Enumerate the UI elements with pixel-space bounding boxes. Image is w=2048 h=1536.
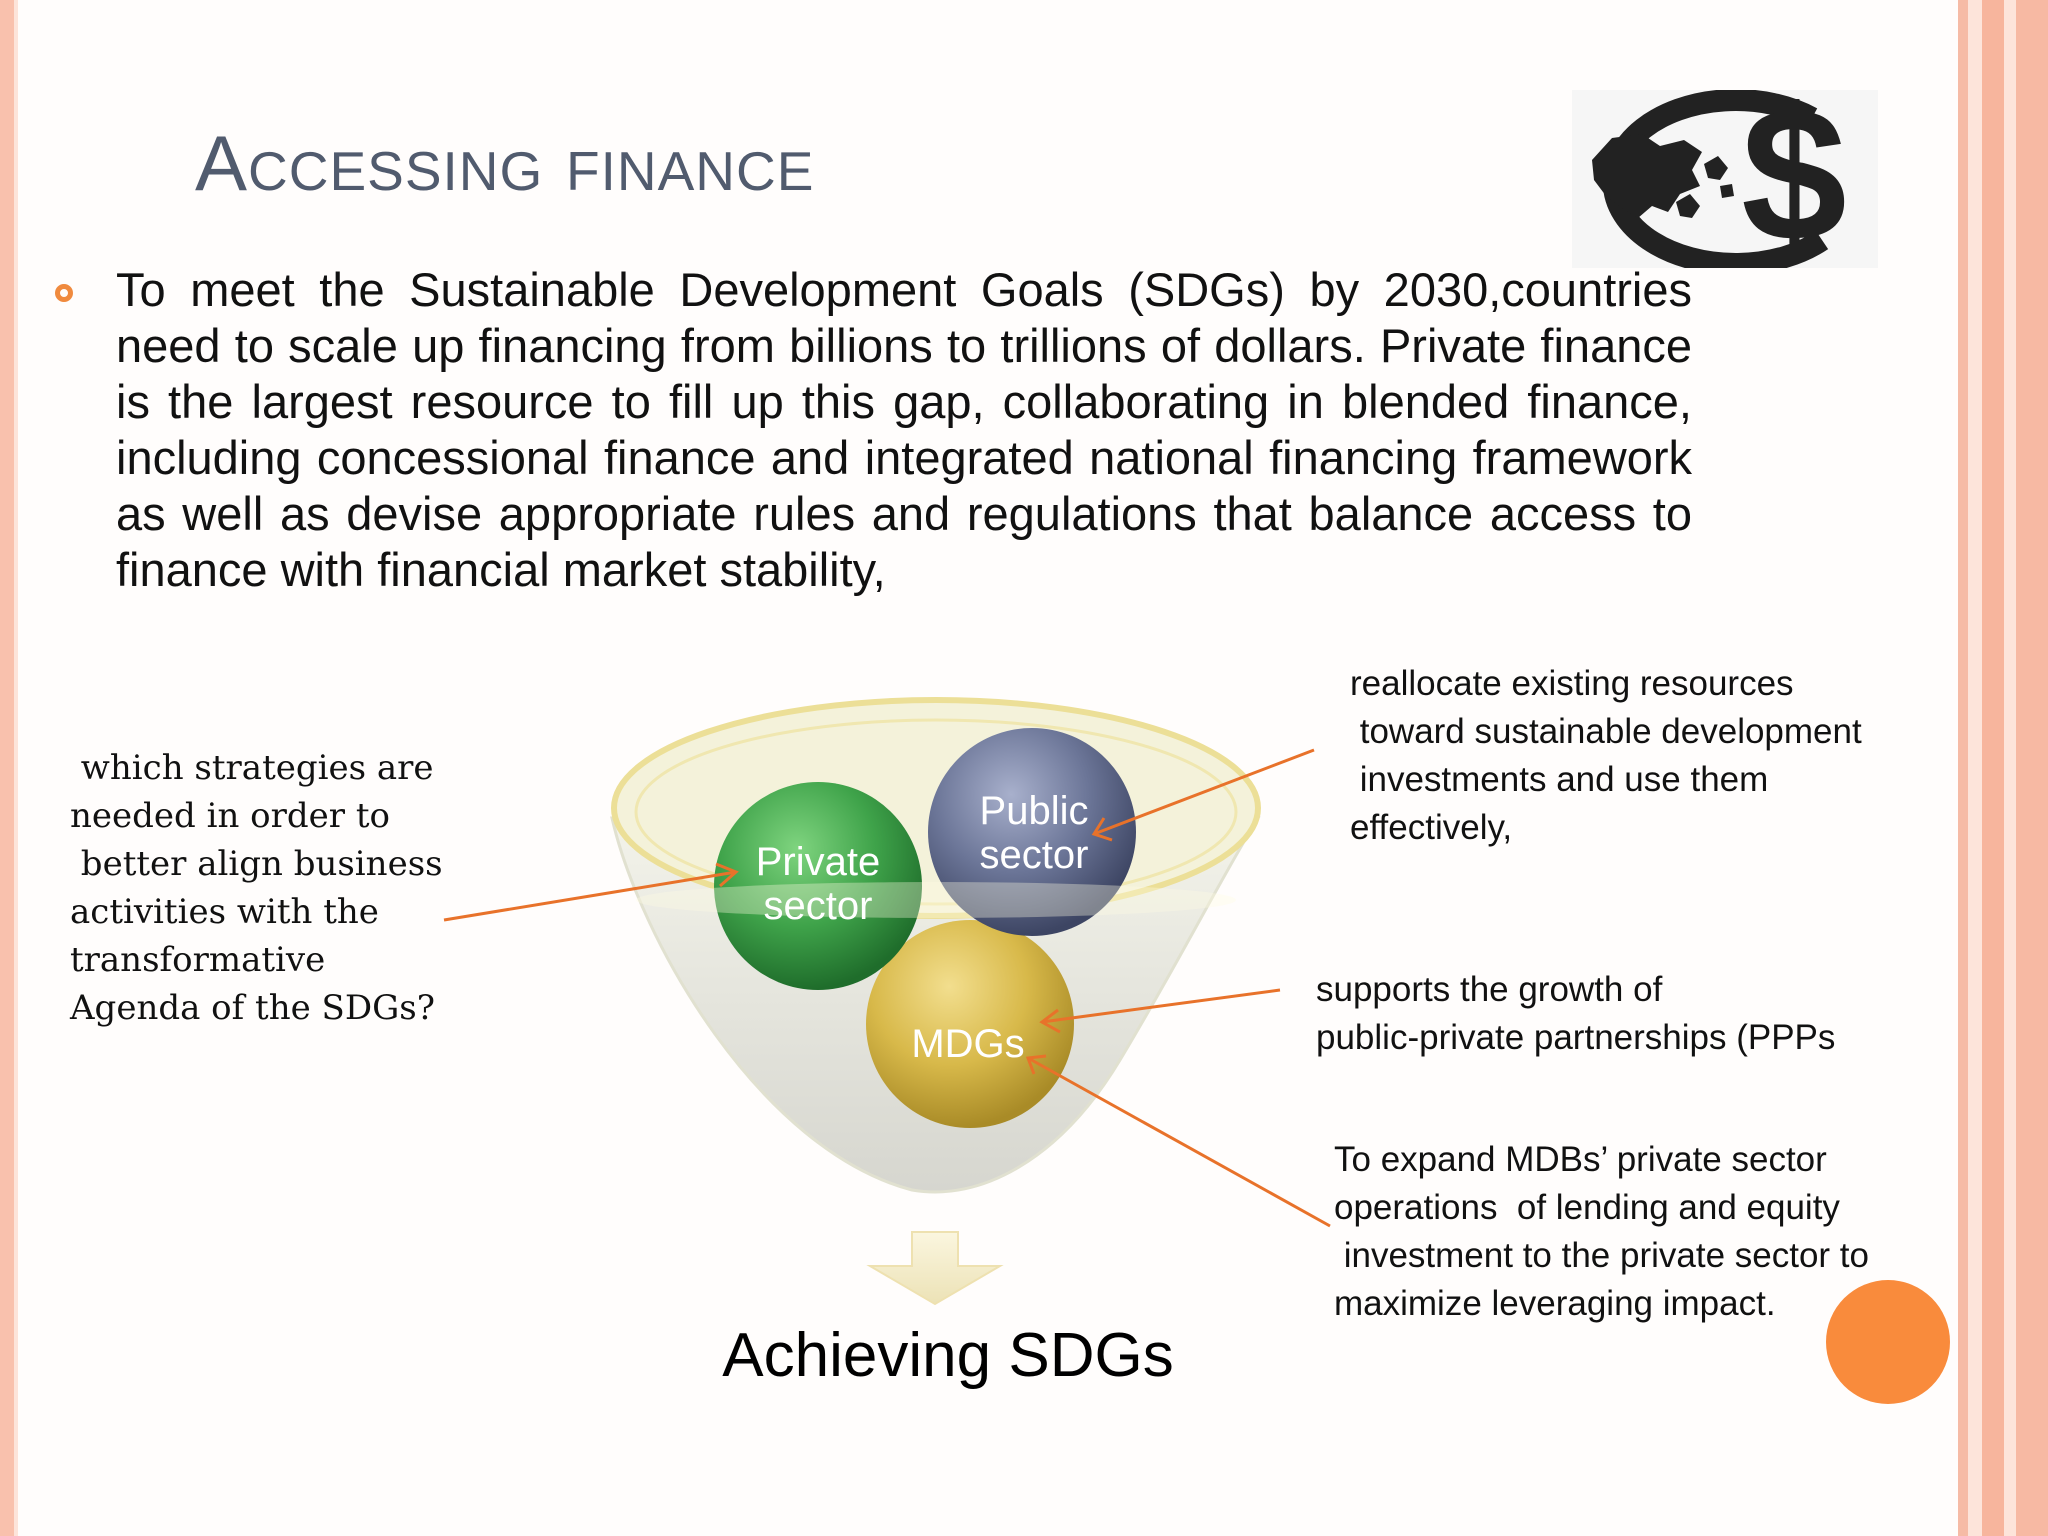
svg-text:$: $ — [1741, 90, 1847, 268]
private-sector-label: Private sector — [755, 840, 881, 928]
public-sector-label: Public sector — [979, 789, 1089, 877]
note-reallocate: reallocate existing resources toward sus… — [1350, 664, 1862, 847]
slide-border-right — [2016, 0, 2048, 1536]
slide-border-right — [1968, 0, 1982, 1536]
slide-title: Accessing finance — [195, 119, 815, 207]
note-mdb: To expand MDBs’ private sector operation… — [1334, 1140, 1869, 1323]
public-sector-circle — [928, 728, 1136, 936]
slide-border-right — [1958, 0, 1968, 1536]
slide-border-left-inner — [14, 0, 18, 1536]
arrow-to-mdgs-1 — [1041, 988, 1281, 1024]
body-paragraph: To meet the Sustainable Development Goal… — [116, 263, 1692, 596]
mdgs-label: MDGs — [911, 1022, 1025, 1066]
decorative-dot — [1826, 1280, 1950, 1404]
arrow-to-private — [443, 870, 737, 922]
note-ppp: supports the growth of public-private pa… — [1316, 970, 1836, 1057]
slide-border-right — [1982, 0, 2004, 1536]
globe-dollar-icon: $ — [1572, 90, 1878, 268]
mdgs-circle — [866, 920, 1074, 1128]
note-strategies: which strategies are needed in order to … — [70, 748, 443, 1028]
outcome-label: Achieving SDGs — [722, 1321, 1174, 1390]
private-sector-circle — [714, 782, 922, 990]
slide-border-right — [2004, 0, 2016, 1536]
arrow-to-public — [1093, 748, 1315, 836]
arrow-to-mdgs-2 — [1027, 1056, 1331, 1228]
down-arrow-icon — [866, 1231, 1004, 1306]
slide-border-left — [0, 0, 14, 1536]
bullet-icon — [55, 284, 73, 302]
